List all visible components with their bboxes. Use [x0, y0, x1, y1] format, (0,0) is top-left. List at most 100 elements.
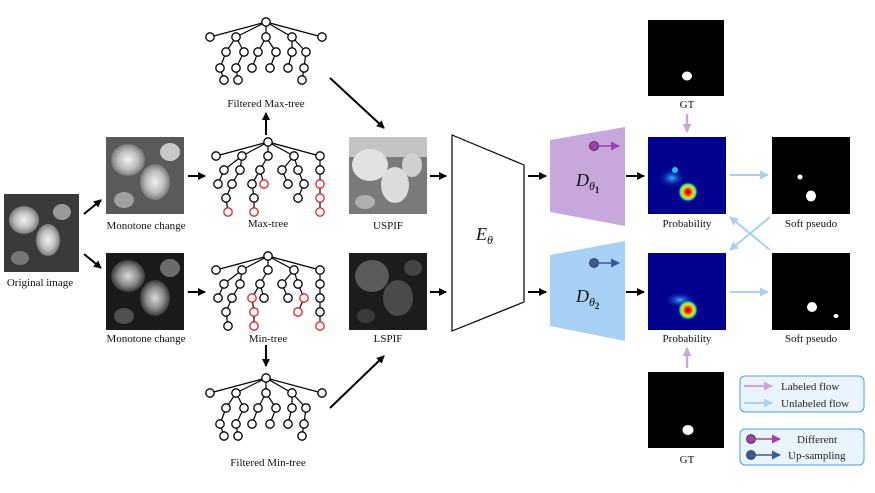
max-tree — [211, 137, 325, 217]
tree-node — [249, 207, 259, 217]
tree-node — [215, 63, 225, 73]
tree-node — [249, 307, 259, 317]
original-image — [4, 194, 79, 272]
upsampling-dot — [589, 258, 599, 268]
tree-node — [315, 293, 325, 303]
tree-node — [287, 388, 297, 398]
arrow-filtered-min-to-lspif — [329, 355, 385, 409]
tree-node — [255, 279, 265, 289]
min-tree — [211, 251, 325, 331]
tree-edge — [241, 141, 269, 157]
tree-node — [297, 75, 307, 85]
tree-edge — [265, 21, 323, 38]
tree-node — [231, 419, 241, 429]
arrow-original-to-monotone-top — [83, 199, 102, 215]
tree-node — [235, 165, 245, 175]
tree-node — [299, 179, 309, 189]
tree-node — [231, 32, 241, 42]
tree-node — [283, 63, 293, 73]
tree-node — [293, 165, 303, 175]
encoder: Eθ — [451, 134, 525, 332]
tree-node — [261, 388, 271, 398]
tree-edge — [265, 21, 293, 38]
tree-node — [283, 419, 293, 429]
tree-node — [259, 293, 269, 303]
label-lspif: LSPIF — [374, 333, 403, 345]
legend-different-dot — [746, 434, 756, 444]
tree-node — [237, 151, 247, 161]
tree-node — [315, 279, 325, 289]
tree-node — [239, 47, 249, 57]
tree-node — [315, 307, 325, 317]
tree-node — [205, 388, 215, 398]
tree-node — [211, 151, 221, 161]
tree-edge — [235, 377, 267, 394]
label-uspif: USPIF — [373, 220, 403, 232]
tree-node — [219, 431, 229, 441]
gt-image-top — [648, 20, 724, 96]
tree-node — [283, 179, 293, 189]
label-original-image: Original image — [7, 277, 73, 289]
filtered-min-tree — [205, 373, 327, 441]
tree-node — [315, 265, 325, 275]
decoder-2-label: Dθ2 — [575, 286, 600, 311]
tree-node — [213, 179, 223, 189]
tree-node — [287, 32, 297, 42]
label-gt-top: GT — [680, 99, 695, 111]
tree-node — [211, 265, 221, 275]
soft-pseudo-top — [772, 137, 850, 214]
tree-node — [233, 431, 243, 441]
arrow-original-to-monotone-bottom — [83, 253, 102, 269]
tree-node — [289, 265, 299, 275]
monotone-image-top — [106, 137, 184, 214]
tree-node — [233, 75, 243, 85]
tree-edge — [215, 255, 269, 271]
tree-node — [221, 307, 231, 317]
tree-node — [315, 321, 325, 331]
tree-node — [277, 279, 287, 289]
tree-node — [253, 403, 263, 413]
tree-node — [227, 293, 237, 303]
black-arrows — [83, 77, 645, 409]
tree-edge — [209, 377, 267, 394]
tree-edge — [265, 377, 323, 394]
tree-node — [299, 63, 309, 73]
tree-node — [287, 47, 297, 57]
label-max-tree: Max-tree — [248, 218, 288, 230]
legend-up-sampling: Up-sampling — [788, 450, 846, 462]
tree-node — [299, 419, 309, 429]
legend-flows: Labeled flow Unlabeled flow — [739, 375, 865, 413]
label-gt-bottom: GT — [680, 454, 695, 466]
decoder-1: Dθ1 — [550, 127, 625, 226]
tree-node — [247, 179, 257, 189]
tree-node — [265, 419, 275, 429]
label-probability-top: Probability — [663, 218, 712, 230]
tree-node — [219, 165, 229, 175]
legend-different: Different — [797, 434, 837, 446]
tree-node — [261, 373, 271, 383]
tree-node — [261, 17, 271, 27]
tree-node — [247, 293, 257, 303]
label-monotone-top: Monotone change — [106, 220, 185, 232]
label-filtered-min-tree: Filtered Min-tree — [230, 457, 306, 469]
unlabeled-flow-cross-2 — [729, 216, 771, 251]
tree-node — [315, 207, 325, 217]
legend-labeled-flow: Labeled flow — [781, 381, 839, 393]
tree-edge — [215, 141, 269, 157]
tree-node — [301, 47, 311, 57]
tree-node — [253, 47, 263, 57]
tree-node — [213, 293, 223, 303]
tree-node — [247, 419, 257, 429]
tree-node — [315, 193, 325, 203]
tree-node — [255, 165, 265, 175]
tree-node — [219, 75, 229, 85]
tree-node — [223, 207, 233, 217]
legend-upsampling-dot — [746, 450, 756, 460]
unlabeled-flows — [729, 170, 771, 297]
tree-node — [271, 47, 281, 57]
tree-node — [299, 293, 309, 303]
tree-node — [315, 165, 325, 175]
tree-node — [221, 47, 231, 57]
